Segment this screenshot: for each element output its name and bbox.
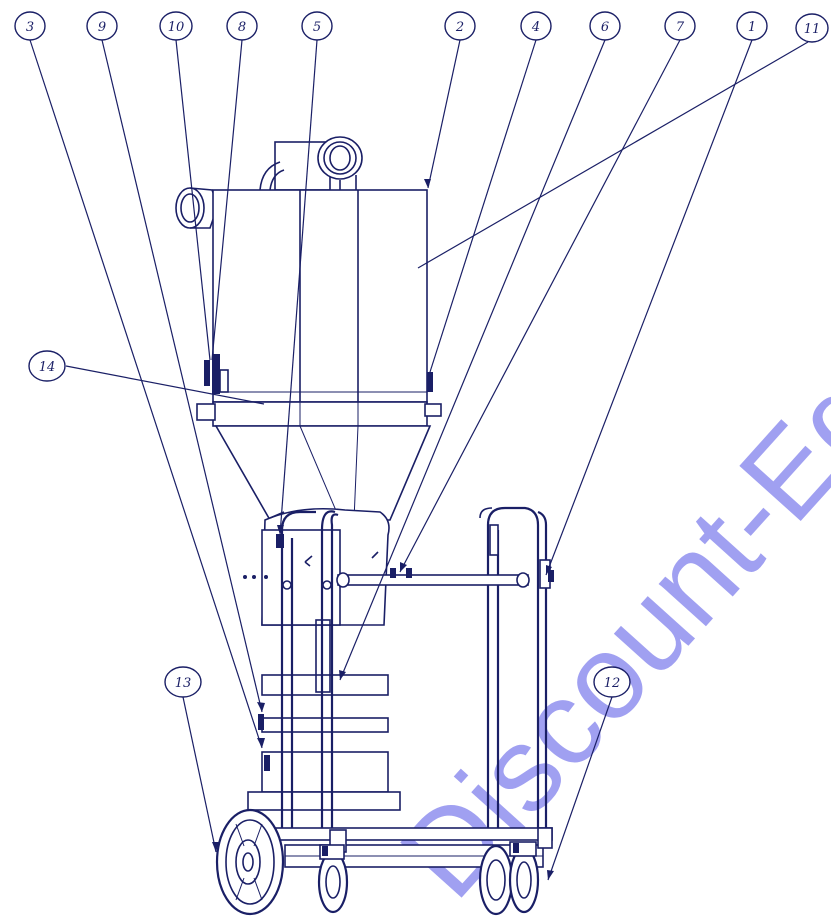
svg-text:3: 3 [26,20,34,35]
hopper-cone [214,425,432,521]
svg-text:13: 13 [175,676,192,691]
svg-text:4: 4 [531,20,540,35]
svg-text:14: 14 [39,360,56,375]
callout-9: 9 [86,11,118,41]
leader-3 [29,39,263,749]
callout-12: 12 [593,666,631,698]
callout-3: 3 [14,11,46,41]
stacked-plates [247,619,401,811]
rear-caster-right [508,841,540,914]
leader-14 [65,365,265,405]
leader-7 [399,39,681,573]
rear-caster-left [478,844,514,916]
leader-4 [429,39,537,373]
callout-14: 14 [28,350,66,382]
svg-text:6: 6 [601,20,609,35]
handle-frame-left [269,510,339,840]
callout-8: 8 [226,11,258,41]
leader-13 [182,696,217,853]
callout-6: 6 [589,11,621,41]
svg-text:10: 10 [168,20,185,35]
leader-1 [545,39,753,576]
svg-text:12: 12 [604,676,621,691]
callout-7: 7 [664,11,696,41]
svg-text:2: 2 [455,20,464,35]
leader-2 [427,39,461,189]
svg-text:7: 7 [676,20,685,35]
callout-2: 2 [444,11,476,41]
callout-4: 4 [520,11,552,41]
callout-11: 11 [795,13,829,43]
leader-5 [279,39,318,536]
exhaust-elbow [175,187,219,229]
front-caster [317,844,349,914]
svg-text:5: 5 [313,20,321,35]
leader-12 [547,696,613,881]
callout-10: 10 [159,11,193,41]
callout-13: 13 [164,666,202,698]
callout-1: 1 [736,11,768,41]
leader-8 [211,39,243,361]
callouts: 3 9 10 8 5 2 4 6 [14,11,829,698]
callout-5: 5 [301,11,333,41]
leader-10 [175,39,211,361]
svg-text:1: 1 [748,20,756,35]
base-chassis [261,827,553,868]
leader-9 [101,39,263,713]
main-wheel [215,808,285,916]
leader-11 [417,41,809,269]
leader-6 [339,39,606,681]
svg-text:9: 9 [98,20,106,35]
inlet-pipe [259,136,363,191]
machine-drawing [175,136,554,916]
svg-text:11: 11 [804,22,821,37]
svg-text:8: 8 [238,20,246,35]
crossbar [336,568,554,588]
leader-lines [29,39,809,881]
filter-housing [196,189,442,427]
